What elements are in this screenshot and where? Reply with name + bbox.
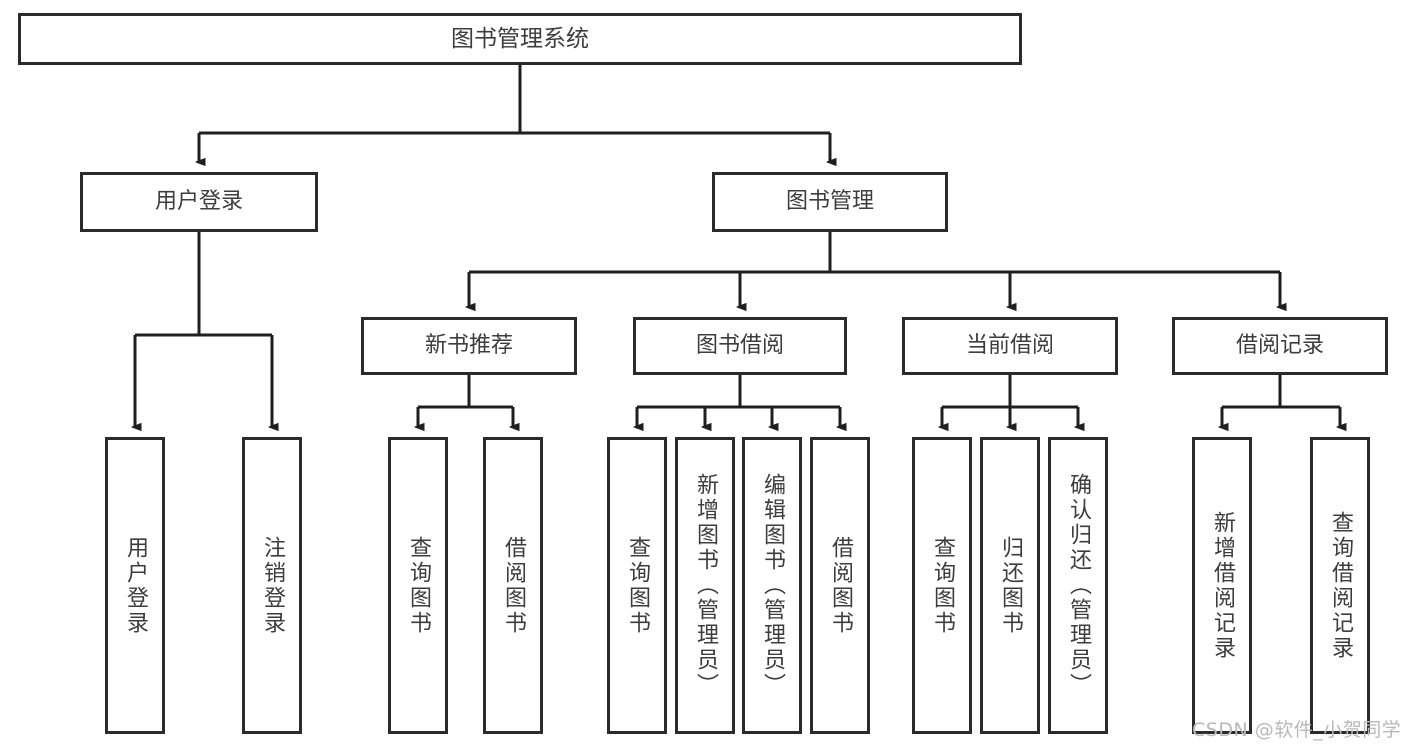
- node-label: 借阅图书: [501, 535, 526, 636]
- leaf-new-book-borrow[interactable]: 借阅图书: [483, 437, 543, 734]
- node-label: 用户登录: [123, 535, 148, 636]
- node-label: 查询图书: [625, 535, 650, 636]
- leaf-current-borrow-confirm-return[interactable]: 确认归还（管理员）: [1048, 437, 1108, 734]
- node-label: 图书管理: [785, 189, 874, 215]
- csdn-watermark: CSDN @软件_小贺同学: [1192, 719, 1402, 741]
- node-current-borrow[interactable]: 当前借阅: [902, 317, 1118, 375]
- leaf-book-borrow-add[interactable]: 新增图书（管理员）: [675, 437, 735, 734]
- node-user-login[interactable]: 用户登录: [80, 172, 318, 232]
- node-label: 图书借阅: [695, 333, 784, 359]
- node-label: 用户登录: [154, 189, 243, 215]
- node-label: 确认归还（管理员）: [1066, 473, 1091, 698]
- leaf-user-login-login[interactable]: 用户登录: [105, 437, 165, 734]
- leaf-borrow-record-query[interactable]: 查询借阅记录: [1310, 437, 1370, 734]
- node-book-borrow[interactable]: 图书借阅: [633, 317, 847, 375]
- leaf-current-borrow-return[interactable]: 归还图书: [980, 437, 1040, 734]
- node-label: 查询图书: [406, 535, 431, 636]
- node-label: 归还图书: [998, 535, 1023, 636]
- node-label: 借阅记录: [1235, 333, 1324, 359]
- node-label: 新增借阅记录: [1210, 510, 1235, 661]
- node-label: 新书推荐: [424, 333, 513, 359]
- node-label: 当前借阅: [965, 333, 1054, 359]
- leaf-book-borrow-edit[interactable]: 编辑图书（管理员）: [742, 437, 802, 734]
- node-new-book-recommend[interactable]: 新书推荐: [361, 317, 577, 375]
- node-label: 编辑图书（管理员）: [760, 473, 785, 698]
- node-book-management[interactable]: 图书管理: [712, 172, 948, 232]
- leaf-book-borrow-query[interactable]: 查询图书: [607, 437, 667, 734]
- node-label: 查询图书: [930, 535, 955, 636]
- leaf-new-book-query[interactable]: 查询图书: [388, 437, 448, 734]
- node-label: 新增图书（管理员）: [693, 473, 718, 698]
- leaf-borrow-record-add[interactable]: 新增借阅记录: [1192, 437, 1252, 734]
- node-label: 查询借阅记录: [1328, 510, 1353, 661]
- leaf-user-login-logout[interactable]: 注销登录: [242, 437, 302, 734]
- leaf-book-borrow-borrow[interactable]: 借阅图书: [810, 437, 870, 734]
- node-label: 借阅图书: [828, 535, 853, 636]
- leaf-current-borrow-query[interactable]: 查询图书: [912, 437, 972, 734]
- node-label: 注销登录: [260, 535, 285, 636]
- node-borrow-record[interactable]: 借阅记录: [1172, 317, 1388, 375]
- node-label: 图书管理系统: [451, 25, 589, 52]
- node-root-system[interactable]: 图书管理系统: [18, 13, 1022, 65]
